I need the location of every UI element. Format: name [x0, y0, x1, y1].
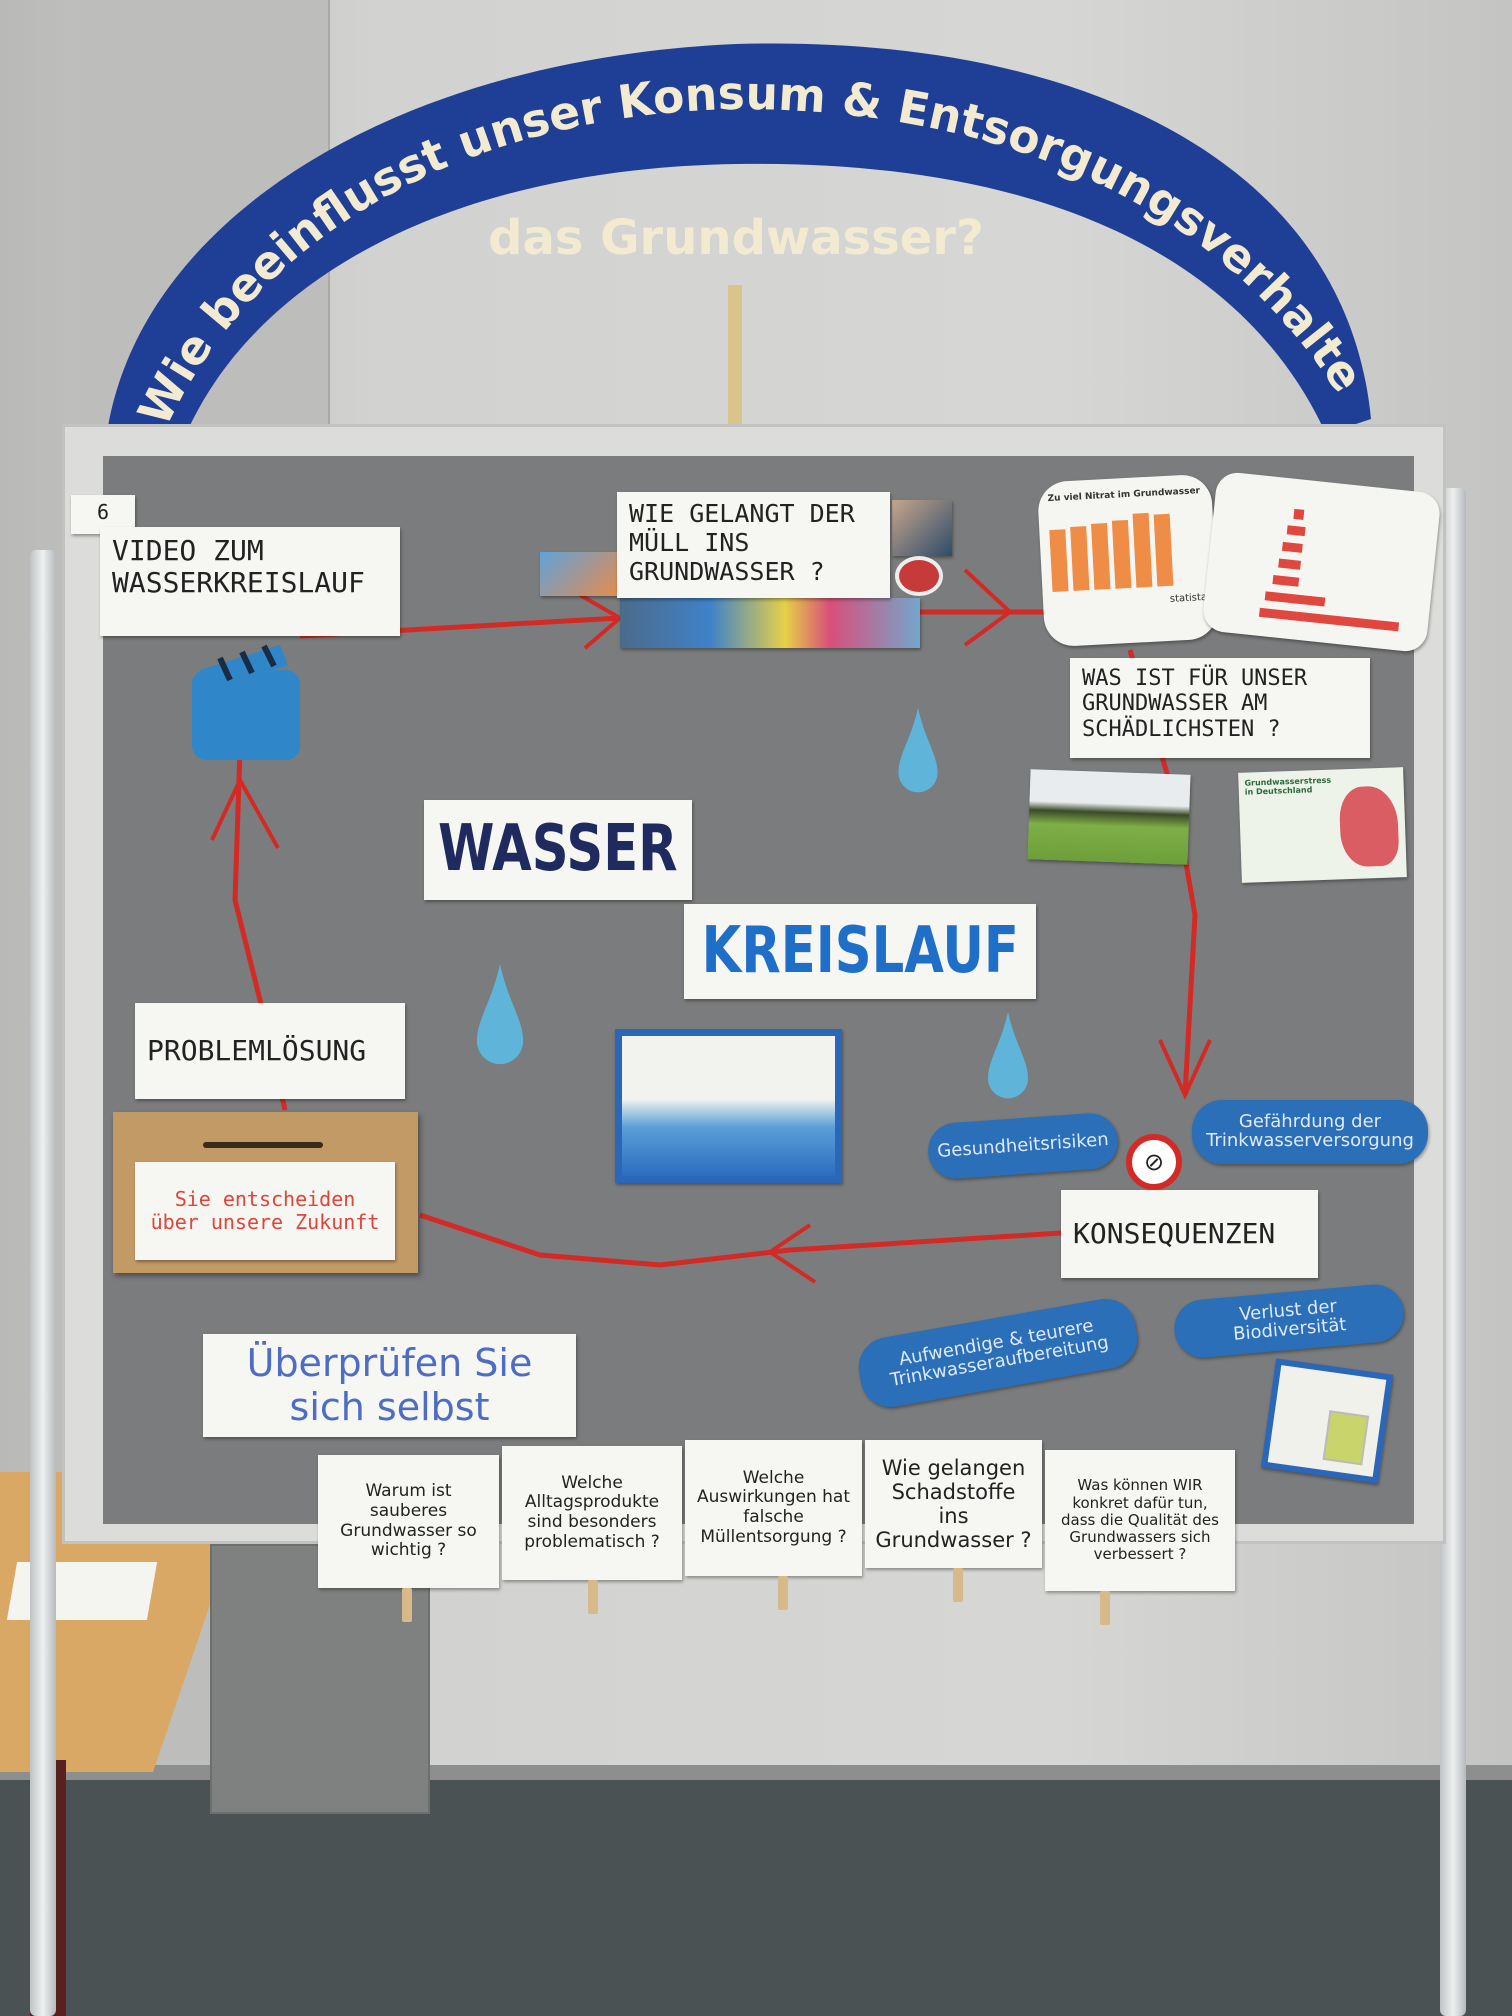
ballot-box[interactable]: Sie entscheiden über unsere Zukunft: [113, 1112, 418, 1273]
clothespin: [402, 1588, 412, 1622]
photo-glass-water: [1260, 1358, 1394, 1484]
consequence-gefaehrdung-trinkwasser: Gefährdung der Trinkwasserversorgung: [1192, 1100, 1428, 1164]
water-drop-icon: [476, 963, 524, 1065]
question-card[interactable]: Warum ist sauberes Grundwasser so wichti…: [318, 1455, 499, 1588]
question-card[interactable]: Welche Auswirkungen hat falsche Müllents…: [685, 1440, 862, 1576]
ballot-box-label: Sie entscheiden über unsere Zukunft: [135, 1162, 395, 1260]
photo-tractor-field: [1027, 769, 1191, 865]
map-title: Grundwasserstress in Deutschland: [1244, 775, 1332, 797]
collage-photo-meat: [895, 556, 943, 596]
title-wasser: WASSER: [424, 800, 692, 900]
no-drinking-water-icon: ⊘: [1126, 1134, 1182, 1190]
card-video-wasserkreislauf: VIDEO ZUM WASSERKREISLAUF: [100, 527, 400, 636]
chart-nitrat-grundwasser: Zu viel Nitrat im Grundwasser statista: [1036, 473, 1220, 648]
stand-pole-left: [30, 550, 56, 2016]
water-drop-icon: [898, 707, 938, 793]
collage-photo-garbage: [620, 598, 920, 648]
chart-source: statista: [1169, 591, 1208, 605]
water-drop-icon: [988, 1011, 1028, 1099]
clothespin: [778, 1576, 788, 1610]
map-grundwasserstress: Grundwasserstress in Deutschland: [1238, 767, 1407, 883]
chart-title: Zu viel Nitrat im Grundwasser: [1047, 486, 1201, 505]
card-was-ist-schaedlich: WAS IST FÜR UNSER GRUNDWASSER AM SCHÄDLI…: [1070, 658, 1370, 758]
title-wasser-text: WASSER: [438, 812, 678, 887]
banner-line2: das Grundwasser?: [488, 210, 984, 266]
infographic-wasserkreislauf: [615, 1029, 842, 1183]
title-kreislauf-text: KREISLAUF: [701, 913, 1019, 988]
floor: [0, 1780, 1512, 2016]
clothespin: [953, 1568, 963, 1602]
title-banner: Wie beeinflusst unser Konsum & Entsorgun…: [96, 39, 1375, 459]
card-problemloesung: PROBLEMLÖSUNG: [135, 1003, 405, 1099]
title-kreislauf: KREISLAUF: [684, 904, 1036, 999]
banner-shape: [106, 43, 1371, 459]
card-wie-gelangt-muell: WIE GELANGT DER MÜLL INS GRUNDWASSER ?: [617, 492, 890, 598]
bars: [1048, 506, 1206, 592]
card-ueberpruefen: Überprüfen Sie sich selbst: [203, 1334, 576, 1437]
chart-stoffgruppen: [1201, 470, 1442, 654]
question-card[interactable]: Wie gelangen Schadstoffe ins Grundwasser…: [865, 1440, 1042, 1568]
wooden-stick: [728, 285, 742, 445]
card-konsequenzen: KONSEQUENZEN: [1061, 1190, 1318, 1278]
question-card[interactable]: Was können WIR konkret dafür tun, dass d…: [1045, 1450, 1235, 1591]
ballot-slot: [203, 1142, 323, 1148]
clothespin: [1100, 1591, 1110, 1625]
collage-photo-cosmetics: [892, 500, 952, 556]
question-card[interactable]: Welche Alltagsprodukte sind besonders pr…: [502, 1446, 682, 1580]
clapperboard-icon: [192, 644, 300, 760]
clothespin: [588, 1580, 598, 1614]
collage-photo-waste: [540, 552, 620, 596]
